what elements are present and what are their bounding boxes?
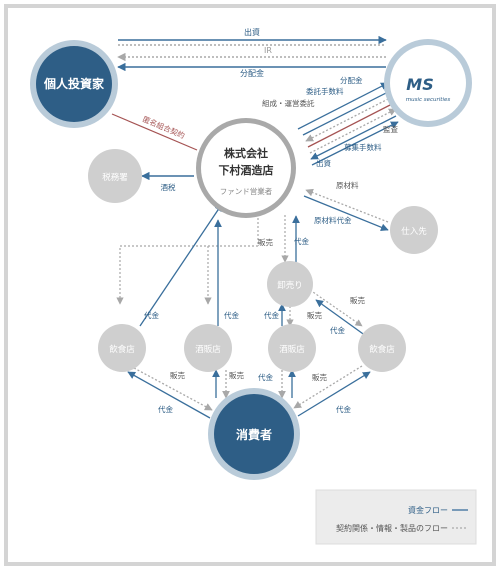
- ms-sub-label: music securities: [406, 97, 451, 103]
- label-payment-r3: 代金: [258, 372, 273, 382]
- company-node: 株式会社 下村酒造店 ファンド営業者: [196, 118, 296, 218]
- legend-contract-flow: 契約関係・情報・製品のフロー: [336, 523, 448, 533]
- label-raw-material-payment: 原材料代金: [314, 215, 352, 225]
- label-payment-3: 代金: [294, 236, 309, 246]
- label-consignment-fee: 委託手数料: [306, 86, 344, 96]
- label-audit: 監査: [383, 124, 398, 134]
- label-payment-4: 代金: [264, 310, 279, 320]
- retail-consumer-lines: [127, 365, 371, 419]
- wholesale-node: 卸売り: [267, 261, 313, 307]
- investor-label: 個人投資家: [43, 76, 105, 91]
- restaurant-node-right: 飲食店: [358, 324, 406, 372]
- label-payment-r4: 代金: [336, 404, 351, 414]
- company-line2: 下村酒造店: [219, 163, 274, 177]
- label-payment-r1: 代金: [158, 404, 173, 414]
- legend-money-flow: 資金フロー: [408, 505, 448, 515]
- svg-text:酒販店: 酒販店: [279, 344, 305, 355]
- label-sales-wholesale-2: 販売: [350, 295, 365, 305]
- svg-text:消費者: 消費者: [236, 427, 272, 442]
- label-sales-r2: 販売: [229, 370, 244, 380]
- ms-node: MS music securities: [384, 39, 472, 127]
- label-sales-r1: 販売: [170, 370, 185, 380]
- supplier-links: [303, 188, 389, 231]
- label-organize-manage: 組成・運営委託: [262, 98, 315, 108]
- restaurant-node-left: 飲食店: [98, 324, 146, 372]
- label-sales-company: 販売: [258, 237, 273, 247]
- svg-text:税務署: 税務署: [102, 172, 128, 183]
- ms-logo-icon: MS: [406, 75, 433, 94]
- label-dividend: 分配金: [240, 68, 264, 78]
- liquor-store-node-left: 酒販店: [184, 324, 232, 372]
- label-recruit-fee: 募集手数料: [344, 142, 382, 152]
- svg-text:飲食店: 飲食店: [369, 344, 395, 355]
- label-sales-wholesale-1: 販売: [307, 310, 322, 320]
- svg-text:酒販店: 酒販店: [195, 344, 221, 355]
- svg-text:飲食店: 飲食店: [109, 344, 135, 355]
- label-dividend2: 分配金: [340, 75, 363, 85]
- investor-ms-links: [117, 35, 387, 72]
- svg-text:卸売り: 卸売り: [277, 280, 303, 291]
- investor-node: 個人投資家: [30, 40, 118, 128]
- label-investment2: 出資: [316, 158, 331, 168]
- label-payment-2: 代金: [224, 310, 239, 320]
- label-liquor-tax: 酒税: [161, 182, 176, 192]
- company-ms-links: [297, 82, 399, 166]
- contract-line: [111, 113, 198, 151]
- svg-text:仕入先: 仕入先: [401, 226, 427, 237]
- label-sales-r4: 販売: [312, 372, 327, 382]
- label-raw-material: 原材料: [336, 180, 359, 190]
- liquor-store-node-right: 酒販店: [268, 324, 316, 372]
- supplier-node: 仕入先: [390, 206, 438, 254]
- label-payment-5: 代金: [330, 325, 345, 335]
- consumer-node: 消費者: [208, 388, 300, 480]
- legend: 資金フロー 契約関係・情報・製品のフロー: [315, 489, 477, 545]
- company-sub: ファンド営業者: [220, 186, 273, 196]
- tax-office-node: 税務署: [88, 149, 142, 203]
- company-line1: 株式会社: [224, 146, 268, 160]
- payment-flow-lines: [139, 203, 367, 337]
- label-ir: IR: [264, 46, 272, 55]
- label-payment-1: 代金: [144, 310, 159, 320]
- label-investment: 出資: [244, 27, 260, 37]
